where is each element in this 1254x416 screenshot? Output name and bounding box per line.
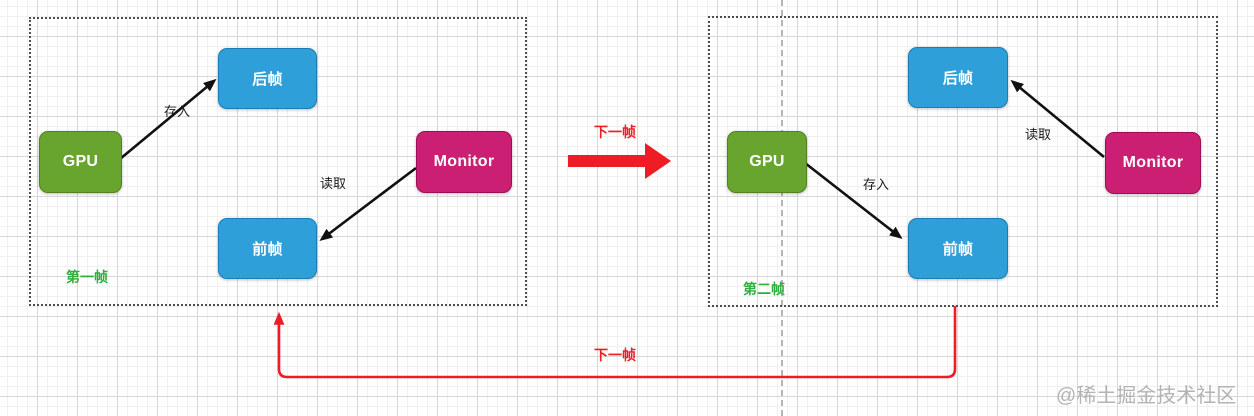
read-edge-label-frame2: 读取 [1025, 127, 1052, 142]
next-frame-label-middle: 下一帧 [594, 124, 636, 140]
store-edge-label-frame2: 存入 [863, 177, 890, 192]
next-frame-arrow [568, 143, 671, 179]
arrow-read-frame2 [1010, 79, 1105, 159]
read-edge-label-frame1: 读取 [320, 176, 347, 191]
page-divider-line [781, 0, 783, 416]
back-buffer-node-frame1: 后帧 [218, 48, 317, 109]
monitor-node-frame1: Monitor [416, 131, 512, 193]
frame-1-caption: 第一帧 [66, 269, 108, 285]
frame-2-boundary [708, 16, 1218, 307]
front-buffer-node-frame2: 前帧 [908, 218, 1008, 279]
feedback-loop-line [273, 306, 957, 379]
gpu-node-frame2: GPU [727, 131, 807, 193]
frame-2-caption: 第二帧 [743, 281, 785, 297]
next-frame-label-bottom: 下一帧 [594, 347, 636, 363]
frame-1-boundary [29, 17, 527, 306]
back-buffer-node-frame2: 后帧 [908, 47, 1008, 108]
juejin-watermark: @稀土掘金技术社区 [1056, 385, 1237, 407]
store-edge-label-frame1: 存入 [164, 104, 191, 119]
monitor-node-frame2: Monitor [1105, 132, 1201, 194]
arrow-read-frame1 [319, 166, 417, 241]
gpu-node-frame1: GPU [39, 131, 122, 193]
arrow-store-frame1 [119, 78, 217, 161]
front-buffer-node-frame1: 前帧 [218, 218, 317, 279]
arrow-store-frame2 [804, 161, 903, 239]
